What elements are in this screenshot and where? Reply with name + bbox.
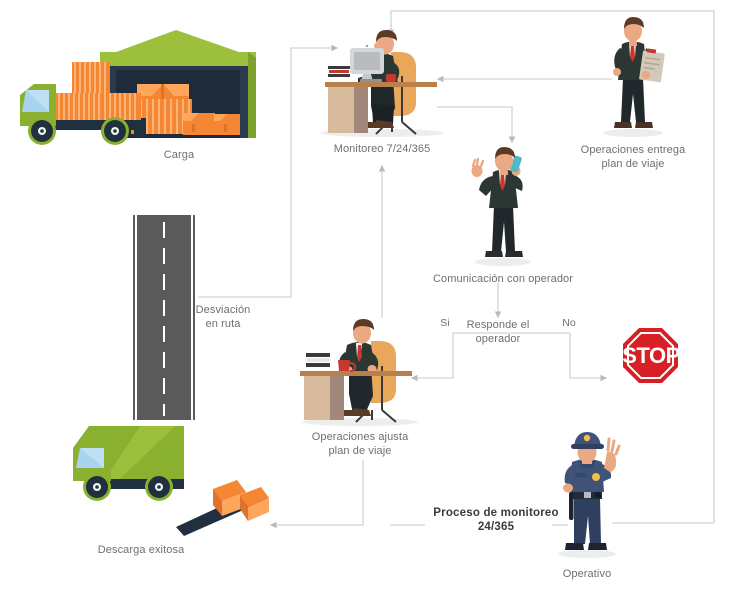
node-label-carga: Carga: [163, 149, 195, 161]
node-label-operativo: Operativo: [562, 568, 612, 580]
truck-unloading-icon: [73, 426, 269, 536]
road-icon: [133, 215, 195, 420]
edge-label-no: No: [562, 317, 576, 329]
edge-rails: [390, 332, 714, 526]
node-label-operaciones-entrega: Operaciones entrega plan de viaje: [580, 144, 686, 170]
node-label-desviacion: Desviación en ruta: [195, 304, 251, 330]
edge-label-si: Si: [440, 317, 450, 329]
edge-si-to-operaciones-ajusta: [411, 333, 454, 382]
stop-sign-icon: [623, 328, 678, 383]
man-on-phone-icon: [471, 147, 531, 266]
node-label-operaciones-ajusta: Operaciones ajusta plan de viaje: [311, 431, 409, 457]
edge-monitoreo-to-comunicacion: [437, 106, 516, 143]
node-label-comunicacion: Comunicación con operador: [432, 273, 574, 285]
police-officer-icon: [558, 432, 621, 558]
edges: [198, 10, 715, 529]
edge-desviacion-to-monitoreo: [198, 44, 338, 298]
decision-label-responde-el-operador: Responde el operador: [466, 319, 530, 345]
operator-at-desk-icon: [320, 30, 444, 137]
stop-sign-text: STOP: [622, 343, 680, 368]
node-label-monitoreo: Monitoreo 7/24/365: [333, 143, 431, 155]
diagram-title: Proceso de monitoreo 24/365: [433, 507, 559, 533]
man-at-desk-coffee-icon: [300, 319, 418, 426]
man-with-clipboard-icon: [603, 17, 665, 137]
edge-no-to-stop: [569, 333, 607, 382]
edge-returnloop-to-monitoreo: [387, 10, 715, 523]
truck-warehouse-cargo-icon: [20, 30, 256, 145]
node-label-descarga-exitosa: Descarga exitosa: [97, 544, 185, 556]
edge-operaciones-ajusta-to-descarga: [270, 460, 364, 529]
